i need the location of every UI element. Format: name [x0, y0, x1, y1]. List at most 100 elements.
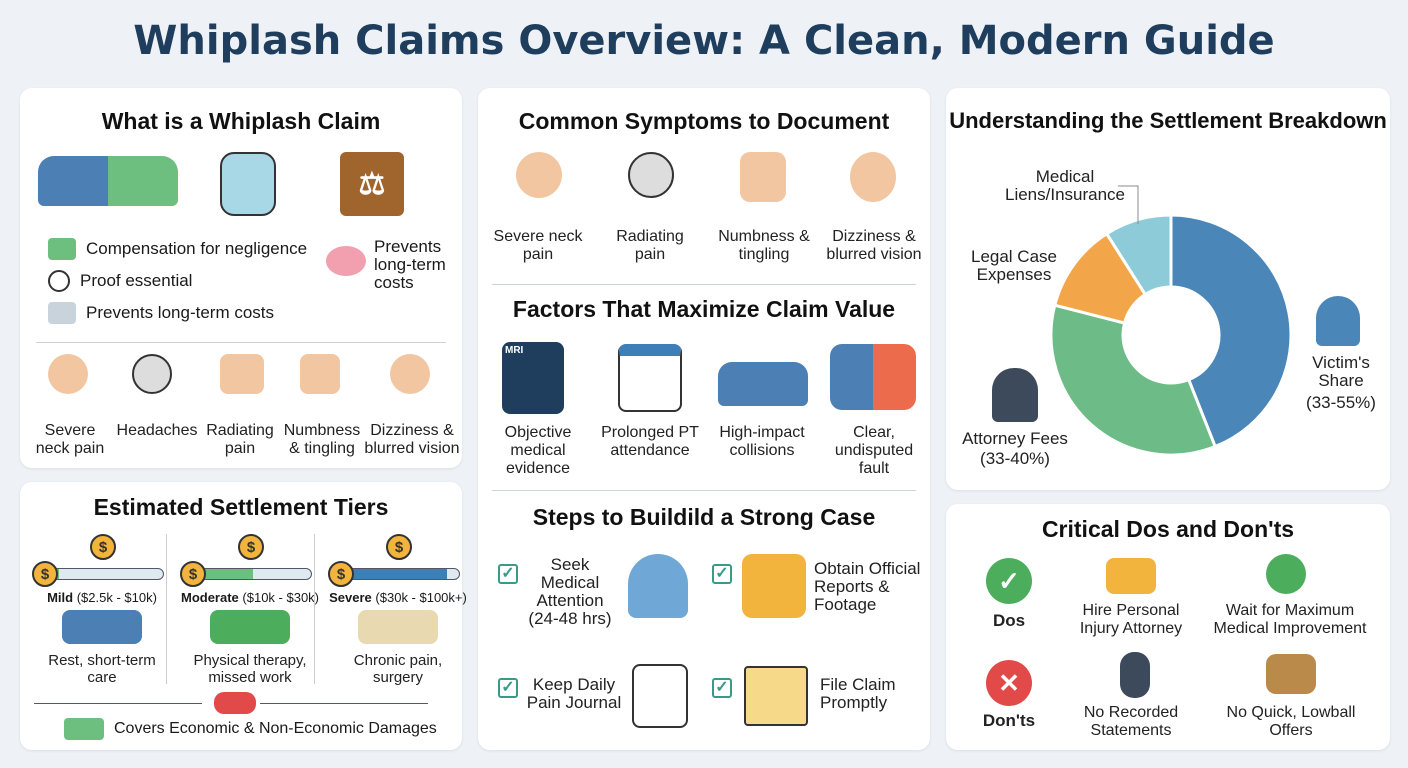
- do-item: Wait for Maximum Medical Improvement: [1213, 602, 1367, 637]
- x-circle-icon: ✕: [986, 660, 1032, 706]
- envelope-clock-icon: [744, 666, 808, 726]
- dollar-coin-icon: $: [90, 534, 116, 560]
- dollar-coin-icon: $: [386, 534, 412, 560]
- gavel-icon: ⚖: [340, 152, 404, 216]
- symptom-label: Radiating pain: [616, 228, 684, 263]
- tier-label: Severe ($30k - $100k+): [329, 590, 467, 605]
- point: Prevents long-term costs: [86, 303, 275, 322]
- coins-heart-icon: [214, 692, 256, 714]
- symptom-label: Dizziness & blurred vision: [364, 422, 460, 457]
- tier-bar-2: [342, 568, 460, 580]
- piggy-bank-icon: [326, 246, 366, 276]
- panel-title: What is a Whiplash Claim: [101, 108, 381, 134]
- symptom-label: Numbness & tingling: [283, 422, 361, 457]
- dont-item: No Recorded Statements: [1083, 704, 1179, 739]
- dizzy-head-icon: [850, 152, 896, 202]
- middle-panel: Common Symptoms to Document Severe neck …: [478, 88, 930, 750]
- step-label: Keep Daily Pain Journal: [526, 675, 622, 712]
- donut-slice-1: [1049, 303, 1218, 457]
- dollar-coin-icon: $: [180, 561, 206, 587]
- step-label: File Claim Promptly: [820, 675, 896, 712]
- dollar-coin-icon: $: [328, 561, 354, 587]
- crashed-car-icon: [718, 362, 808, 406]
- factor-label: High-impact collisions: [719, 424, 805, 459]
- tier-treatment-icon: [358, 610, 438, 644]
- documents-shield-icon: [48, 302, 76, 324]
- hand-icon: [740, 152, 786, 202]
- step-label: Seek Medical Attention (24-48 hrs): [528, 555, 612, 628]
- factor-label: Objective medical evidence: [504, 424, 572, 477]
- doctor-icon: [628, 554, 688, 618]
- no-microphone-icon: [1120, 652, 1150, 698]
- checkbox-icon: ✓: [498, 678, 518, 698]
- dos-label: Dos: [992, 611, 1026, 630]
- settlement-donut-chart: [1049, 185, 1293, 457]
- point: Compensation for negligence: [86, 239, 308, 258]
- dizzy-head-icon: [390, 354, 430, 394]
- tiers-footer: Covers Economic & Non-Economic Damages: [114, 720, 437, 737]
- slice-range-victim: (33-55%): [1306, 393, 1376, 412]
- symptom-label: Numbness & tingling: [718, 228, 810, 263]
- panel-title: Steps to Buildild a Strong Case: [532, 504, 876, 530]
- do-item: Hire Personal Injury Attorney: [1079, 602, 1183, 637]
- symptom-label: Dizziness & blurred vision: [826, 228, 922, 263]
- tier-treatment-icon: [62, 610, 142, 644]
- tier-desc: Chronic pain, surgery: [353, 652, 443, 686]
- slice-label-victim: Victim's Share: [1312, 353, 1370, 390]
- neck-brace-icon: [220, 152, 276, 216]
- no-money-icon: [1266, 654, 1316, 694]
- tier-desc: Physical therapy, missed work: [193, 652, 307, 686]
- panel-title: Critical Dos and Don'ts: [1041, 516, 1295, 542]
- dont-item: No Quick, Lowball Offers: [1226, 704, 1356, 739]
- symptom-label: Radiating pain: [206, 422, 274, 457]
- settlement-panel: Understanding the Settlement Breakdown M…: [946, 88, 1390, 490]
- tier-label: Moderate ($10k - $30k): [180, 590, 319, 605]
- badge-camera-icon: [742, 554, 806, 618]
- leader-line: [1118, 185, 1139, 224]
- car-crash-icon: [38, 156, 178, 206]
- point: Proof essential: [80, 271, 193, 290]
- tier-label: Mild ($2.5k - $10k): [47, 590, 157, 605]
- tier-treatment-icon: [210, 610, 290, 644]
- tier-desc: Rest, short-term care: [48, 652, 156, 686]
- cars-fault-icon: [830, 344, 916, 410]
- check-circle-icon: ✓: [986, 558, 1032, 604]
- symptom-label: Severe neck pain: [35, 422, 105, 457]
- calendar-icon: [618, 344, 682, 412]
- panel-title: Factors That Maximize Claim Value: [512, 296, 896, 322]
- factor-label: Prolonged PT attendance: [601, 424, 699, 459]
- checkbox-icon: ✓: [712, 564, 732, 584]
- dollar-coin-icon: $: [32, 561, 58, 587]
- slice-label-medical: Medical Liens/Insurance: [1004, 167, 1126, 204]
- skull-icon: [132, 354, 172, 394]
- magnifier-icon: [48, 270, 70, 292]
- what-is-panel: What is a Whiplash Claim ⚖ Compensation …: [20, 88, 462, 468]
- panel-title: Common Symptoms to Document: [518, 108, 890, 134]
- dos-donts-panel: Critical Dos and Don'ts ✓ Dos ✕ Don'ts H…: [946, 504, 1390, 750]
- donts-label: Don'ts: [982, 711, 1036, 730]
- journal-icon: [632, 664, 688, 728]
- donut-slice-3: [1104, 213, 1173, 297]
- victim-icon: [1316, 296, 1360, 346]
- panel-title: Estimated Settlement Tiers: [93, 494, 389, 520]
- tier-bar-1: [194, 568, 312, 580]
- hand-icon: [300, 354, 340, 394]
- donut-slice-0: [1169, 213, 1293, 449]
- slice-range-attorney: (33-40%): [980, 449, 1050, 468]
- tier-bar-0: [46, 568, 164, 580]
- mri-icon: MRI: [502, 342, 564, 414]
- neck-pain-icon: [516, 152, 562, 198]
- step-label: Obtain Official Reports & Footage: [814, 559, 921, 614]
- symptom-label: Headaches: [116, 422, 198, 439]
- torso-icon: [220, 354, 264, 394]
- checkbox-icon: ✓: [712, 678, 732, 698]
- handshake-icon: [1106, 558, 1156, 594]
- dollar-coin-icon: $: [238, 534, 264, 560]
- factor-label: Clear, undisputed fault: [834, 424, 914, 477]
- skull-icon: [628, 152, 674, 198]
- checkbox-icon: ✓: [498, 564, 518, 584]
- panel-title: Understanding the Settlement Breakdown: [949, 108, 1387, 133]
- tiers-panel: Estimated Settlement Tiers $ $ Mild ($2.…: [20, 482, 467, 750]
- symptom-icons: [20, 354, 462, 394]
- attorney-icon: [992, 368, 1038, 422]
